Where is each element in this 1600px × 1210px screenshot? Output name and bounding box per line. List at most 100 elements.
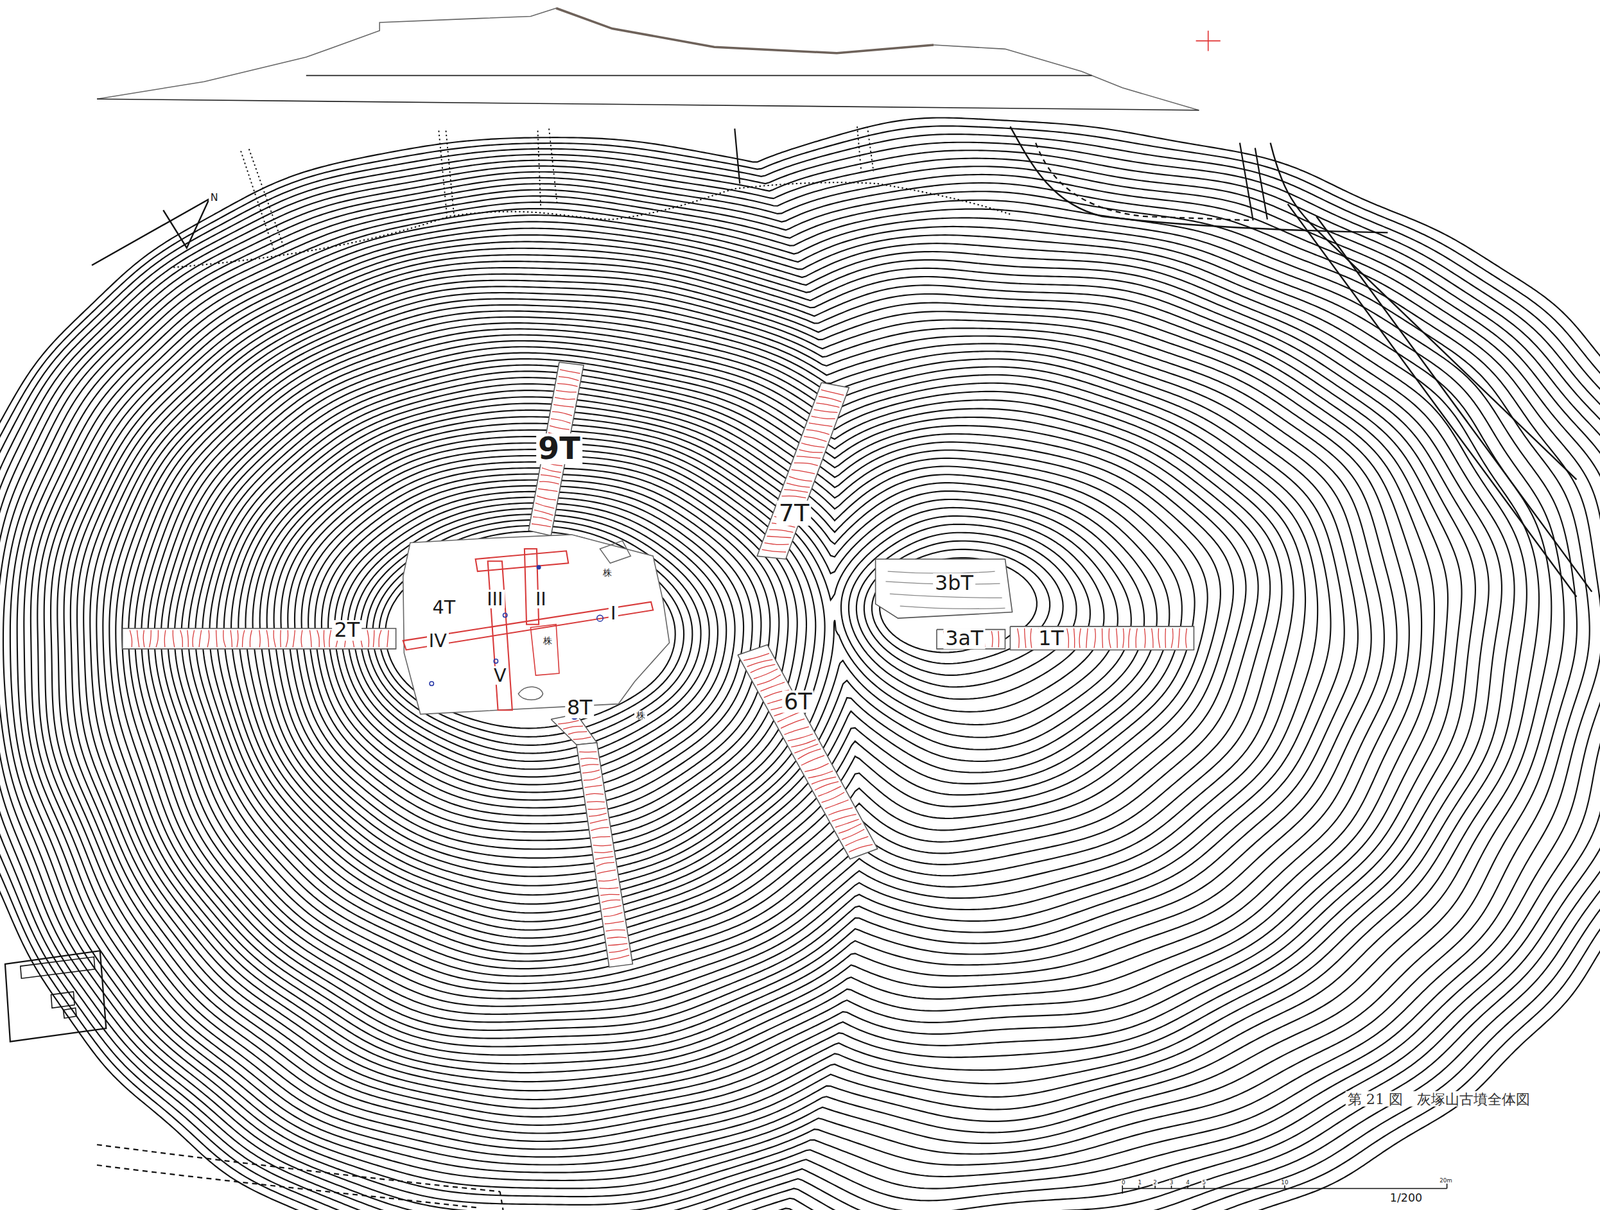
trench-contour bbox=[581, 764, 599, 767]
trench-contour bbox=[777, 712, 801, 723]
trench-contour bbox=[832, 814, 857, 822]
trench-contour bbox=[591, 836, 611, 838]
trench-contour bbox=[539, 481, 560, 485]
contour-line bbox=[238, 403, 1170, 914]
trench-label: 3aT bbox=[943, 628, 985, 650]
trench-contour bbox=[568, 731, 587, 735]
trench-contour bbox=[1178, 628, 1180, 649]
trench-contour bbox=[828, 807, 853, 815]
reference-mark bbox=[1196, 30, 1221, 52]
trench-contour bbox=[743, 653, 770, 661]
contour-line bbox=[353, 508, 718, 770]
trench-label: 6T bbox=[782, 690, 815, 714]
contour-line bbox=[141, 317, 1345, 1023]
location-inset bbox=[5, 950, 106, 1042]
trench-contour bbox=[806, 429, 830, 435]
stump-label: 株 bbox=[600, 567, 614, 577]
trench-band bbox=[530, 624, 560, 676]
trench-contour bbox=[782, 496, 807, 499]
road-line bbox=[1287, 204, 1593, 598]
trench-contour bbox=[558, 376, 579, 381]
trench-label: 4T bbox=[430, 597, 458, 617]
trench-contour bbox=[838, 823, 861, 834]
contour-line bbox=[0, 134, 1600, 1210]
trench-contour bbox=[787, 733, 813, 741]
trench-contour bbox=[801, 755, 825, 766]
trench-contour bbox=[608, 943, 628, 946]
scale-number: 10 bbox=[1280, 1180, 1289, 1186]
section-profile bbox=[96, 8, 1221, 111]
trench-contour bbox=[602, 905, 621, 910]
trench-contour bbox=[579, 751, 597, 753]
trench-contour bbox=[764, 543, 790, 546]
contour-line bbox=[134, 311, 1358, 1031]
trench-contour bbox=[207, 630, 210, 648]
trench-contour bbox=[597, 869, 616, 874]
trench-contour bbox=[1164, 628, 1166, 649]
contour-line bbox=[37, 215, 1552, 1157]
trench-contour bbox=[1116, 628, 1118, 649]
trench-contour bbox=[784, 726, 809, 735]
trench-contour bbox=[600, 894, 620, 896]
trench-contour bbox=[387, 630, 389, 648]
trench-contour bbox=[769, 529, 793, 533]
contour-line bbox=[252, 416, 1145, 896]
trench-contour bbox=[531, 523, 551, 528]
trench-contour bbox=[329, 630, 332, 648]
contour-line bbox=[70, 248, 1489, 1118]
trench-contour bbox=[1135, 628, 1138, 649]
trench-contour bbox=[301, 630, 303, 648]
scale-number: 4 bbox=[1185, 1180, 1191, 1186]
contour-line bbox=[83, 261, 1462, 1100]
contour-line bbox=[121, 299, 1385, 1048]
trench-contour bbox=[317, 630, 320, 648]
baseline bbox=[306, 75, 1093, 77]
scale-number: 20m bbox=[1438, 1177, 1453, 1184]
post-mark bbox=[536, 565, 542, 570]
baseline bbox=[96, 98, 1199, 110]
trench-contour bbox=[540, 475, 560, 479]
contour-line bbox=[3, 182, 1600, 1197]
trench-contour bbox=[593, 844, 612, 846]
trench-contour bbox=[825, 800, 849, 809]
summit-excavation bbox=[403, 534, 670, 720]
trench-contour bbox=[1030, 628, 1032, 649]
trench-contour bbox=[557, 383, 578, 387]
north-line bbox=[91, 199, 210, 266]
contour-line bbox=[64, 241, 1502, 1125]
trench-contour bbox=[606, 937, 627, 939]
road-line bbox=[500, 1191, 504, 1210]
contour-line bbox=[161, 335, 1306, 1000]
trench-label: 3bT bbox=[932, 573, 976, 594]
trench-contour bbox=[835, 819, 860, 828]
trench-contour bbox=[273, 630, 276, 648]
trench-contour bbox=[601, 900, 621, 903]
trench-contour bbox=[608, 948, 628, 953]
contour-line bbox=[0, 117, 1600, 1210]
trench-contour bbox=[583, 776, 601, 781]
trench-contour bbox=[760, 682, 785, 692]
trench-contour bbox=[808, 771, 833, 779]
trench-contour bbox=[373, 630, 375, 648]
contour-line bbox=[373, 525, 693, 746]
contour-line bbox=[174, 346, 1283, 984]
ground-line bbox=[734, 128, 740, 184]
contour-line bbox=[360, 514, 710, 762]
trench-contour bbox=[580, 758, 598, 759]
contour-line bbox=[231, 396, 1183, 922]
trench-contour bbox=[367, 630, 370, 648]
contour-line bbox=[287, 449, 1077, 850]
trench-band bbox=[487, 561, 513, 711]
stump-label: 株 bbox=[541, 636, 555, 646]
trench-contour bbox=[535, 503, 555, 509]
trench-contour bbox=[801, 443, 825, 448]
trench-contour bbox=[796, 456, 821, 459]
trench-contour bbox=[595, 856, 614, 860]
trench-contour bbox=[603, 913, 623, 917]
contour-line bbox=[89, 267, 1448, 1091]
contour-line bbox=[0, 142, 1600, 1210]
trench-contour bbox=[230, 630, 232, 648]
trench-contour bbox=[599, 887, 619, 890]
trench-contour bbox=[1171, 628, 1174, 649]
